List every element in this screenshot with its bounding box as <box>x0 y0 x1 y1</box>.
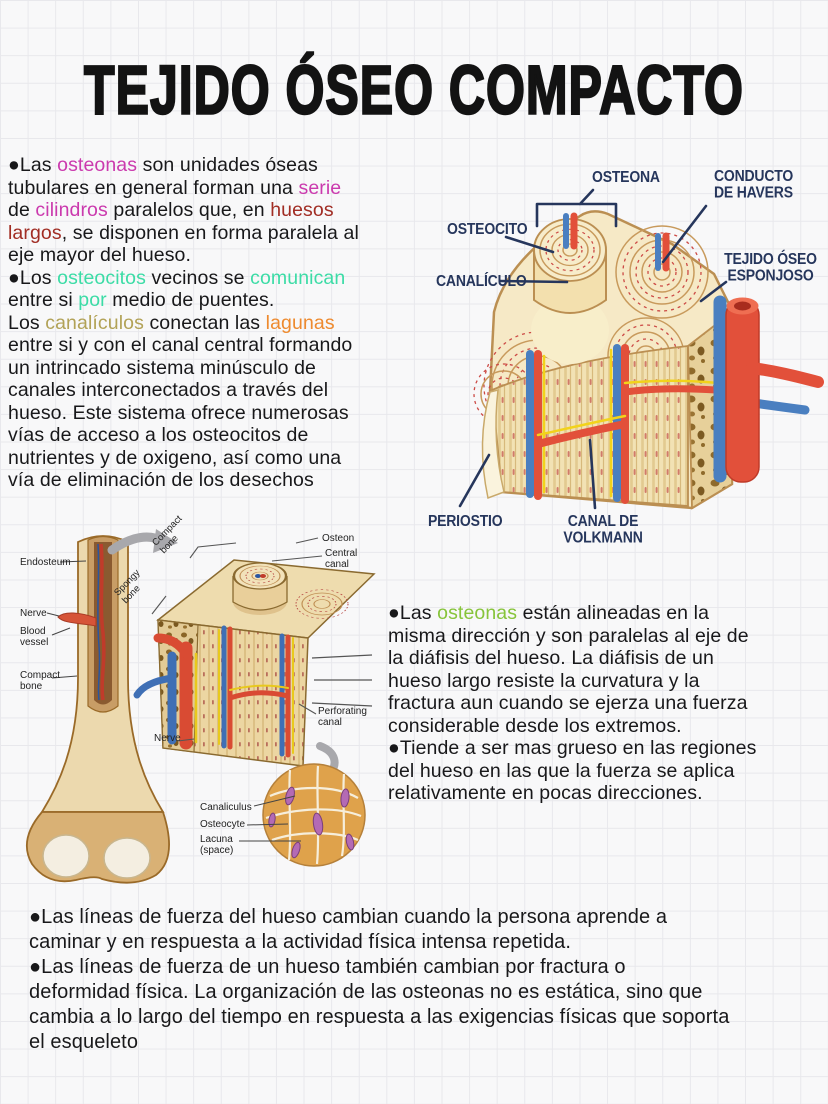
text-run: ●Las líneas de fuerza del hueso cambian … <box>29 906 730 1053</box>
osteon-diagram-illustration <box>458 188 824 510</box>
label-endosteum: Endosteum <box>20 557 71 568</box>
label-compact-bone: Compact bone <box>20 670 61 692</box>
text-run: ●Las <box>8 154 58 176</box>
text-run: vecinos se <box>145 266 251 289</box>
label-lacuna: Lacuna (space) <box>200 834 234 856</box>
highlighted-term: comunican <box>250 266 346 289</box>
text-run: conectan las <box>143 311 266 334</box>
intro-paragraph: ●Las osteonas son unidades óseas tubular… <box>8 154 428 492</box>
label-nerve-wedge: Nerve <box>154 733 181 744</box>
label-osteocyte: Osteocyte <box>200 819 246 830</box>
text-run: de <box>8 199 30 221</box>
zoom-arrow-1 <box>107 529 178 555</box>
highlighted-term: cilindros <box>35 199 108 221</box>
label-blood-vessel: Blood vessel <box>20 626 49 648</box>
label-central-canal: Central canal <box>325 548 358 570</box>
wedge-external-vessels <box>133 633 198 750</box>
highlighted-term: osteonas <box>57 154 138 176</box>
label-tejido-oseo-esponjoso: TEJIDO ÓSEO ESPONJOSO <box>724 249 817 284</box>
main-blood-vessels <box>713 295 824 483</box>
highlighted-term: lagunas <box>265 311 335 334</box>
wedge-internal-vessels <box>218 625 294 758</box>
bone-block <box>473 210 824 510</box>
long-bone <box>25 535 170 884</box>
lacunae-inset <box>239 763 366 867</box>
force-lines-paragraph: ●Las líneas de fuerza del hueso cambian … <box>29 905 824 1055</box>
bone-figure-illustration <box>25 529 376 884</box>
text-run: son unidades óseas tubulares en general … <box>8 154 318 199</box>
label-conducto-de-havers: CONDUCTO DE HAVERS <box>714 166 794 201</box>
page-title: TEJIDO ÓSEO COMPACTO <box>83 50 744 130</box>
pointer-lines <box>458 188 728 510</box>
label-osteon: Osteon <box>322 533 355 544</box>
label-perforating-canal: Perforating canal <box>318 706 367 728</box>
label-periostio: PERIOSTIO <box>428 511 503 530</box>
text-run: , se disponen en forma paralela al eje m… <box>8 221 359 289</box>
label-canal-de-volkmann: CANAL DE VOLKMANN <box>563 511 643 546</box>
label-canaliculo: CANALÍCULO <box>436 271 527 290</box>
popped-osteon-cylinder <box>533 212 607 314</box>
smooth-osteon-patch <box>531 296 609 364</box>
havers-conduct-stub <box>655 232 670 272</box>
figure-label-lines <box>151 537 323 742</box>
text-run: entre si y con el canal central formando… <box>8 334 353 491</box>
highlighted-term: canalículos <box>45 311 144 334</box>
highlighted-term: osteonas <box>437 602 518 624</box>
label-osteocito: OSTEOCITO <box>447 219 528 238</box>
inset-label-lines <box>239 795 301 842</box>
label-nerve: Nerve <box>20 608 47 619</box>
highlighted-term: osteocitos <box>57 266 146 289</box>
text-run: medio de puentes. Los <box>8 289 275 334</box>
wedge-osteon-cylinder <box>232 562 288 615</box>
osteocyte-cells <box>268 786 355 859</box>
label-canaliculus: Canaliculus <box>200 802 252 813</box>
cropped-label-lines <box>311 654 373 707</box>
periosteum-flap <box>481 389 505 500</box>
highlighted-term: serie <box>298 176 342 199</box>
bone-label-lines <box>46 560 87 679</box>
text-run: ●Las <box>388 602 438 624</box>
nerve-branch <box>57 612 97 627</box>
alignment-paragraph: ●Las osteonas están alineadas en la mism… <box>388 602 828 805</box>
label-osteona: OSTEONA <box>592 167 660 186</box>
highlighted-term: largos <box>8 221 62 244</box>
havers-canal-vessels <box>526 344 720 504</box>
highlighted-term: huesos <box>270 199 334 221</box>
highlighted-term: por <box>78 289 107 311</box>
text-run: están alineadas en la misma dirección y … <box>388 602 757 804</box>
text-run: entre si <box>8 289 73 311</box>
text-run: paralelos que, en <box>107 199 271 221</box>
bone-wedge <box>133 537 376 767</box>
